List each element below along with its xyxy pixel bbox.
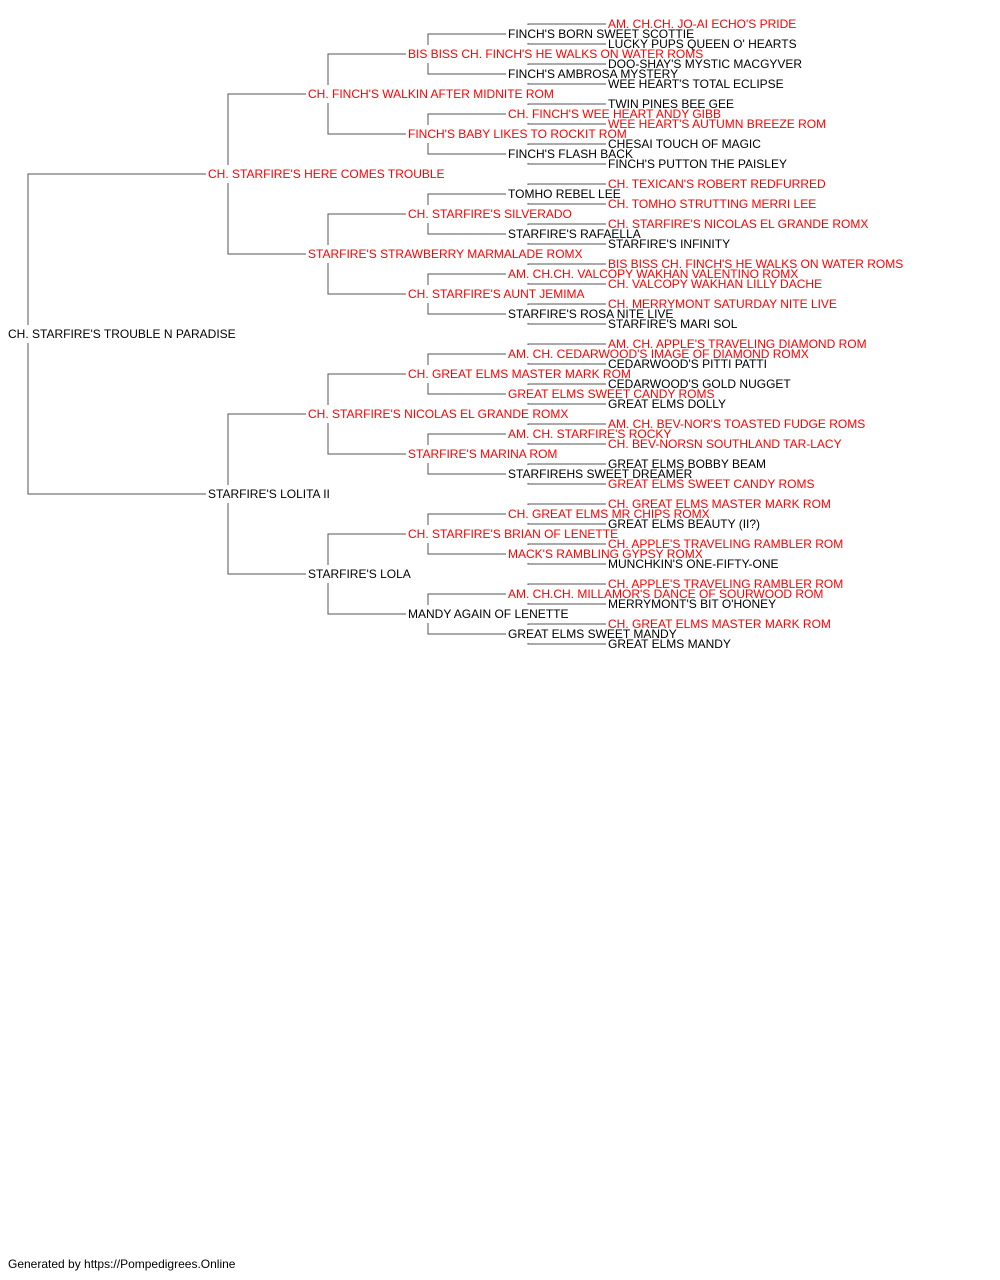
pedigree-connector [227, 413, 306, 575]
pedigree-connector [527, 223, 606, 245]
ancestor-name: CEDARWOOD'S PITTI PATTI [608, 357, 767, 371]
ancestor-name: CH. TEXICAN'S ROBERT REDFURRED [608, 177, 826, 191]
ancestor-name: GREAT ELMS BOBBY BEAM [608, 457, 766, 471]
ancestor-name: DOO-SHAY'S MYSTIC MACGYVER [608, 57, 802, 71]
pedigree-connector [227, 93, 306, 255]
ancestor-name: GREAT ELMS SWEET CANDY ROMS [608, 477, 814, 491]
ancestor-name: STARFIREHS SWEET DREAMER [508, 467, 693, 481]
ancestor-name: GREAT ELMS SWEET CANDY ROMS [508, 387, 714, 401]
ancestor-name: CH. STARFIRE'S BRIAN OF LENETTE [408, 527, 618, 541]
ancestor-name: GREAT ELMS BEAUTY (II?) [608, 517, 760, 531]
pedigree-connector [527, 583, 606, 605]
pedigree-connector [527, 143, 606, 165]
pedigree-connector [327, 53, 406, 135]
ancestor-name: CH. TOMHO STRUTTING MERRI LEE [608, 197, 816, 211]
ancestor-name: WEE HEART'S AUTUMN BREEZE ROM [608, 117, 826, 131]
ancestor-name: STARFIRE'S RAFAELLA [508, 227, 641, 241]
pedigree-connector [527, 383, 606, 405]
pedigree-connector [527, 63, 606, 85]
pedigree-labels: CH. STARFIRE'S TROUBLE N PARADISE CH. STA… [8, 17, 903, 651]
ancestor-name: GREAT ELMS SWEET MANDY [508, 627, 677, 641]
pedigree-connector [527, 503, 606, 525]
pedigree-connector [527, 543, 606, 565]
ancestor-name: CH. STARFIRE'S NICOLAS EL GRANDE ROMX [308, 407, 568, 421]
pedigree-connector [527, 263, 606, 285]
ancestor-name: GREAT ELMS DOLLY [608, 397, 726, 411]
pedigree-connector [427, 513, 506, 555]
pedigree-connector [527, 423, 606, 445]
ancestor-name: AM. CH.CH. JO-AI ECHO'S PRIDE [608, 17, 796, 31]
pedigree-connector [427, 353, 506, 395]
ancestor-name: STARFIRE'S INFINITY [608, 237, 730, 251]
ancestor-name: CH. STARFIRE'S AUNT JEMIMA [408, 287, 585, 301]
pedigree-connector [327, 213, 406, 295]
ancestor-name: MUNCHKIN'S ONE-FIFTY-ONE [608, 557, 779, 571]
ancestor-name: BIS BISS CH. FINCH'S HE WALKS ON WATER R… [608, 257, 903, 271]
pedigree-connector [427, 193, 506, 235]
ancestor-name: FINCH'S FLASH BACK [508, 147, 633, 161]
ancestor-name: AM. CH.CH. VALCOPY WAKHAN VALENTINO ROMX [508, 267, 798, 281]
ancestor-name: CH. MERRYMONT SATURDAY NITE LIVE [608, 297, 837, 311]
pedigree-connector [427, 113, 506, 155]
ancestor-name: STARFIRE'S LOLITA II [208, 487, 330, 501]
ancestor-name: CEDARWOOD'S GOLD NUGGET [608, 377, 791, 391]
ancestor-name: CH. GREAT ELMS MASTER MARK ROM [408, 367, 631, 381]
pedigree-connector [527, 623, 606, 645]
ancestor-name: AM. CH. APPLE'S TRAVELING DIAMOND ROM [608, 337, 867, 351]
ancestor-name: CH. FINCH'S WEE HEART ANDY GIBB [508, 107, 721, 121]
pedigree-connector [27, 173, 206, 495]
footer-credit: Generated by https://Pompedigrees.Online [8, 1257, 236, 1271]
pedigree-connector [427, 593, 506, 635]
ancestor-name: CH. APPLE'S TRAVELING RAMBLER ROM [608, 577, 843, 591]
pedigree-connector [527, 183, 606, 205]
pedigree-connector [427, 273, 506, 315]
pedigree-connector [527, 303, 606, 325]
ancestor-name: FINCH'S BORN SWEET SCOTTIE [508, 27, 694, 41]
ancestor-name: CH. APPLE'S TRAVELING RAMBLER ROM [608, 537, 843, 551]
pedigree-connector [527, 103, 606, 125]
ancestor-name: MACK'S RAMBLING GYPSY ROMX [508, 547, 703, 561]
pedigree-connector [427, 433, 506, 475]
ancestor-name: FINCH'S AMBROSA MYSTERY [508, 67, 678, 81]
ancestor-name: CH. VALCOPY WAKHAN LILLY DACHE [608, 277, 822, 291]
ancestor-name: LUCKY PUPS QUEEN O' HEARTS [608, 37, 797, 51]
pedigree-connector [527, 23, 606, 45]
pedigree-connector [427, 33, 506, 75]
ancestor-name: CH. STARFIRE'S NICOLAS EL GRANDE ROMX [608, 217, 868, 231]
pedigree-connector [327, 373, 406, 455]
ancestor-name: GREAT ELMS MANDY [608, 637, 731, 651]
ancestor-name: STARFIRE'S LOLA [308, 567, 411, 581]
ancestor-name: FINCH'S PUTTON THE PAISLEY [608, 157, 787, 171]
subject-dog-name: CH. STARFIRE'S TROUBLE N PARADISE [8, 327, 236, 341]
ancestor-name: CH. STARFIRE'S HERE COMES TROUBLE [208, 167, 445, 181]
ancestor-name: TWIN PINES BEE GEE [608, 97, 734, 111]
ancestor-name: AM. CH. STARFIRE'S ROCKY [508, 427, 671, 441]
pedigree-connectors [27, 23, 606, 645]
ancestor-name: WEE HEART'S TOTAL ECLIPSE [608, 77, 784, 91]
ancestor-name: STARFIRE'S MARINA ROM [408, 447, 557, 461]
pedigree-connector [527, 463, 606, 485]
ancestor-name: CH. GREAT ELMS MASTER MARK ROM [608, 497, 831, 511]
ancestor-name: STARFIRE'S ROSA NITE LIVE [508, 307, 673, 321]
ancestor-name: STARFIRE'S STRAWBERRY MARMALADE ROMX [308, 247, 583, 261]
ancestor-name: AM. CH.CH. MILLAMOR'S DANCE OF SOURWOOD … [508, 587, 823, 601]
pedigree-connector [527, 343, 606, 365]
ancestor-name: STARFIRE'S MARI SOL [608, 317, 738, 331]
ancestor-name: AM. CH. BEV-NOR'S TOASTED FUDGE ROMS [608, 417, 865, 431]
pedigree-connector [327, 533, 406, 615]
ancestor-name: CH. STARFIRE'S SILVERADO [408, 207, 572, 221]
ancestor-name: MERRYMONT'S BIT O'HONEY [608, 597, 776, 611]
ancestor-name: FINCH'S BABY LIKES TO ROCKIT ROM [408, 127, 627, 141]
ancestor-name: CHESAI TOUCH OF MAGIC [608, 137, 761, 151]
ancestor-name: CH. BEV-NORSN SOUTHLAND TAR-LACY [608, 437, 842, 451]
ancestor-name: CH. FINCH'S WALKIN AFTER MIDNITE ROM [308, 87, 554, 101]
ancestor-name: CH. GREAT ELMS MR CHIPS ROMX [508, 507, 710, 521]
ancestor-name: TOMHO REBEL LEE [508, 187, 621, 201]
ancestor-name: MANDY AGAIN OF LENETTE [408, 607, 568, 621]
ancestor-name: BIS BISS CH. FINCH'S HE WALKS ON WATER R… [408, 47, 703, 61]
ancestor-name: CH. GREAT ELMS MASTER MARK ROM [608, 617, 831, 631]
ancestor-name: AM. CH. CEDARWOOD'S IMAGE OF DIAMOND ROM… [508, 347, 809, 361]
